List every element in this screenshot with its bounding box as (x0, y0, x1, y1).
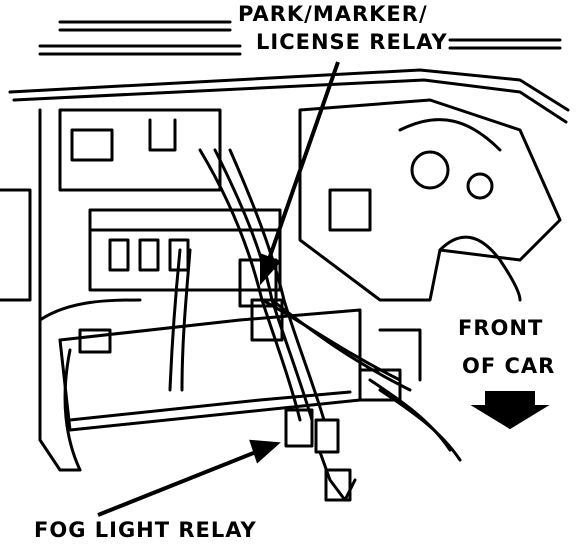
right-bracket (378, 328, 422, 382)
left-bracket (0, 188, 32, 302)
of-car-label: OF CAR (462, 354, 556, 378)
right-connector-round (410, 150, 450, 190)
park-marker-relay-body (328, 188, 372, 232)
fuse-2 (138, 238, 160, 272)
fog-light-relay-label: FOG LIGHT RELAY (34, 518, 257, 542)
main-harness-3 (228, 148, 326, 422)
left-wire-drop (63, 348, 82, 472)
lower-housing-edge (68, 390, 352, 422)
upper-left-clip (148, 118, 177, 152)
wheel-arch (438, 235, 522, 302)
fuse-1 (108, 238, 130, 272)
park-relay-pointer-head (260, 253, 282, 286)
harness-connector (238, 258, 278, 308)
fog-relay-pointer-line (97, 450, 257, 517)
branch-harness-right-2 (270, 298, 412, 392)
right-lead-2 (378, 388, 462, 462)
front-of-car-arrow-icon (470, 391, 550, 430)
upper-left-connector (70, 128, 114, 162)
license-relay-label: LICENSE RELAY (256, 30, 448, 54)
lower-housing (58, 308, 362, 432)
firewall-top-edge (8, 68, 570, 112)
right-grommet-block (358, 368, 402, 402)
upper-left-module (58, 108, 222, 192)
right-inner-fender (298, 98, 562, 302)
park-marker-label: PARK/MARKER/ (238, 2, 428, 26)
fuse-block (88, 208, 282, 292)
firewall-top-inner (12, 78, 568, 124)
park-relay-pointer-line (266, 61, 340, 263)
front-label: FRONT (458, 316, 544, 340)
right-wire-loop (398, 118, 502, 152)
fog-light-relay-socket (314, 418, 340, 454)
left-connector (78, 328, 112, 354)
right-grommet (466, 172, 494, 200)
fog-relay-pointer-head (249, 439, 281, 464)
left-wire-loop (38, 298, 142, 322)
main-harness-2 (213, 148, 314, 422)
fog-light-relay-body (284, 408, 314, 448)
harness-connector-2 (250, 298, 284, 342)
branch-harness-down (168, 248, 182, 392)
left-panel-foot (38, 438, 82, 472)
branch-harness-down-2 (180, 248, 192, 392)
fog-relay-plug (324, 468, 352, 502)
